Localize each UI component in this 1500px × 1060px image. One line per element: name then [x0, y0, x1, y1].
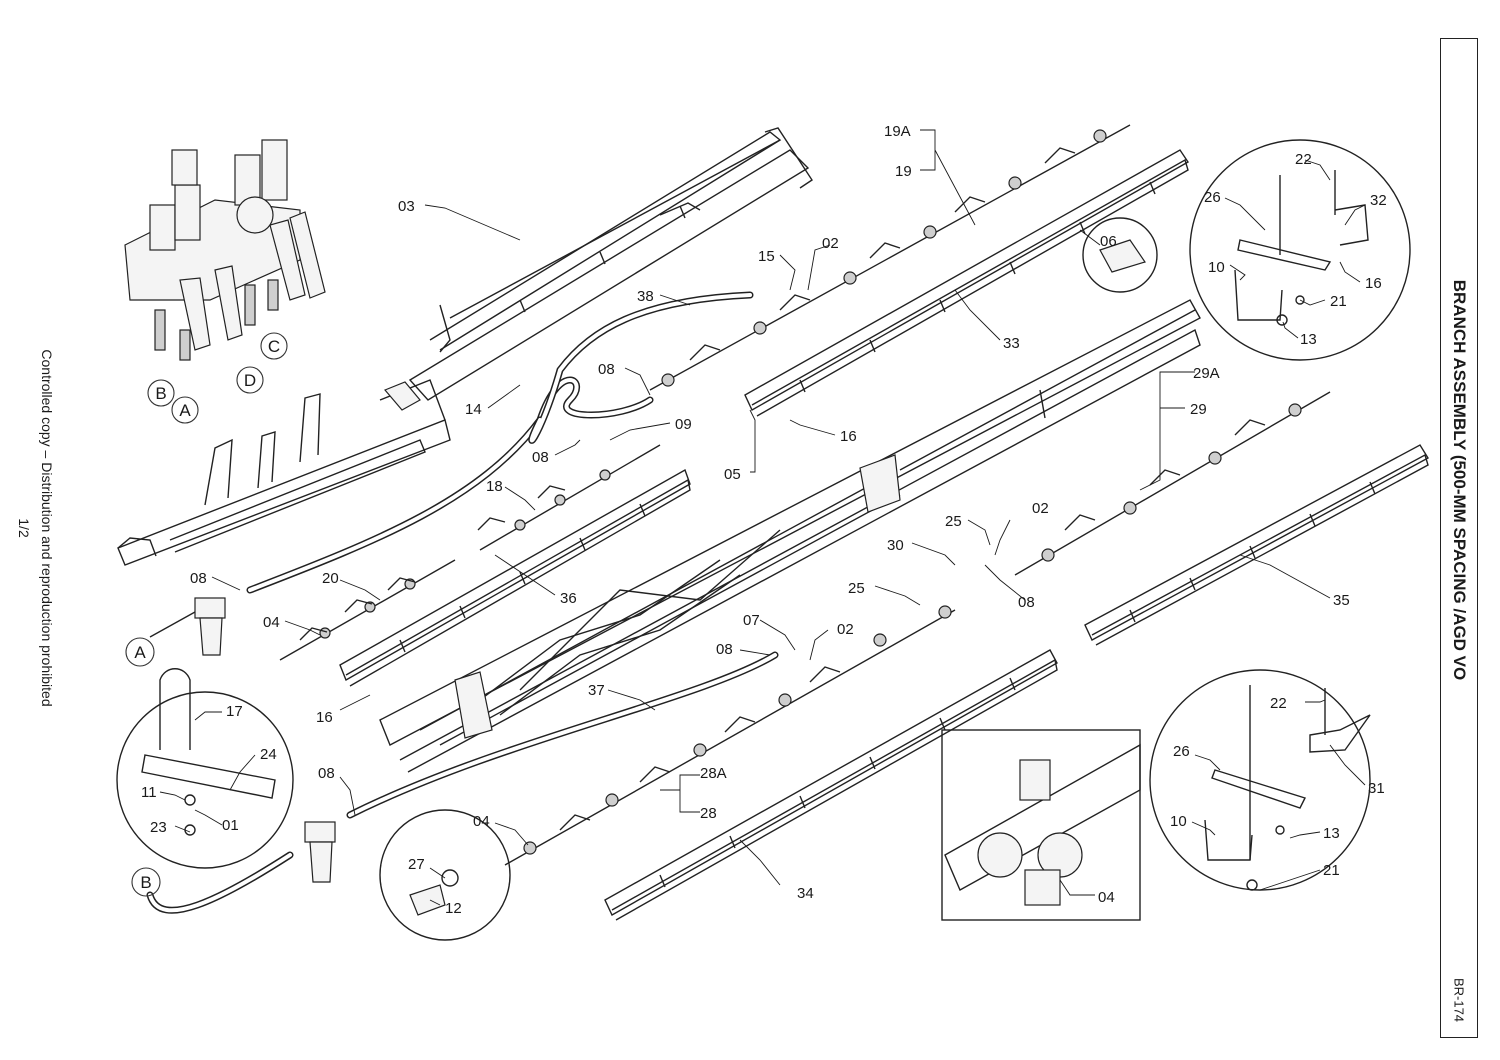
- marker-c-valve: C: [268, 337, 280, 356]
- branch-pipe-19: [649, 124, 1131, 391]
- callout-08-lower: 08: [716, 641, 733, 658]
- detail-circle-bracket-upper: [1189, 139, 1411, 361]
- callout-06: 06: [1100, 233, 1117, 250]
- callout-34: 34: [797, 885, 814, 902]
- callout-16-upper: 16: [1365, 275, 1382, 292]
- callout-24: 24: [260, 746, 277, 763]
- callout-21-lower: 21: [1323, 862, 1340, 879]
- marker-d-valve: D: [244, 371, 256, 390]
- branch-pipe-18: [477, 444, 661, 551]
- callout-38: 38: [637, 288, 654, 305]
- branch-pipe-29: [1014, 391, 1331, 576]
- callout-13-upper: 13: [1300, 331, 1317, 348]
- callout-28a: 28A: [700, 765, 727, 782]
- center-frame: [117, 379, 451, 566]
- callout-30: 30: [887, 537, 904, 554]
- marker-b-valve: B: [155, 384, 166, 403]
- callout-32: 32: [1370, 192, 1387, 209]
- branch-pipe-20: [279, 559, 456, 661]
- callout-11: 11: [141, 784, 157, 801]
- upper-boom-arm: [408, 127, 813, 401]
- callout-20: 20: [322, 570, 339, 587]
- callout-07: 07: [743, 612, 760, 629]
- callout-36: 36: [560, 590, 577, 607]
- callout-08-bottom: 08: [318, 765, 335, 782]
- callout-22-upper: 22: [1295, 151, 1312, 168]
- callout-14: 14: [465, 401, 482, 418]
- boom-section-33: [744, 149, 1189, 417]
- callout-08-left: 08: [190, 570, 207, 587]
- detail-box-nozzle-body: [941, 729, 1141, 921]
- callout-25-lower: 25: [848, 580, 865, 597]
- callout-02-right: 02: [1032, 500, 1049, 517]
- callout-09: 09: [675, 416, 692, 433]
- callout-10-lower: 10: [1170, 813, 1187, 830]
- callout-01: 01: [222, 817, 239, 834]
- callout-04-left: 04: [263, 614, 280, 631]
- boom-section-36: [339, 468, 691, 687]
- callout-29: 29: [1190, 401, 1207, 418]
- callout-10-upper: 10: [1208, 259, 1225, 276]
- detail-circle-u-bolt: [116, 668, 294, 869]
- branch-pipe-28: [504, 605, 956, 866]
- callout-labels: 03 19A 19 15 02 38 06 26 22 32 10 16 21 …: [141, 123, 1387, 917]
- leader-lines: [159, 129, 1366, 906]
- callout-17: 17: [226, 703, 243, 720]
- truss-boom: [379, 299, 1201, 773]
- line-filter-b: [304, 821, 336, 883]
- callout-18: 18: [486, 478, 503, 495]
- callout-19a: 19A: [884, 123, 911, 140]
- marker-a-valve: A: [179, 401, 191, 420]
- callout-26-upper: 26: [1204, 189, 1221, 206]
- callout-28: 28: [700, 805, 717, 822]
- callout-02-lower: 02: [837, 621, 854, 638]
- page-number: 1/2: [16, 518, 32, 538]
- marker-a-filter: A: [134, 643, 146, 662]
- callout-16-lower: 16: [316, 709, 333, 726]
- callout-31: 31: [1368, 780, 1385, 797]
- callout-25-upper: 25: [945, 513, 962, 530]
- boom-section-34: [604, 649, 1058, 921]
- boom-section-35: [1084, 444, 1429, 646]
- callout-04-lower: 04: [473, 813, 490, 830]
- callout-37: 37: [588, 682, 605, 699]
- callout-16-middle: 16: [840, 428, 857, 445]
- callout-08-right: 08: [1018, 594, 1035, 611]
- callout-35: 35: [1333, 592, 1350, 609]
- callout-02-upper: 02: [822, 235, 839, 252]
- callout-29a: 29A: [1193, 365, 1220, 382]
- document-code: BR-174: [1451, 977, 1467, 1023]
- callout-08-mid: 08: [532, 449, 549, 466]
- control-valve-block: [124, 139, 326, 361]
- callout-22-lower: 22: [1270, 695, 1287, 712]
- callout-19: 19: [895, 163, 912, 180]
- callout-26-lower: 26: [1173, 743, 1190, 760]
- drawing-title: BRANCH ASSEMBLY (500-MM SPACING /AGD VO: [1450, 279, 1469, 681]
- callout-21-upper: 21: [1330, 293, 1347, 310]
- callout-12: 12: [445, 900, 462, 917]
- detail-circle-nozzle: [379, 809, 511, 941]
- callout-15: 15: [758, 248, 775, 265]
- controlled-copy-note: Controlled copy – Distribution and repro…: [39, 349, 55, 707]
- connection-markers: B A D C A B: [125, 332, 288, 897]
- line-filter-a: [149, 597, 226, 656]
- detail-circle-clip: [1082, 217, 1158, 293]
- callout-03: 03: [398, 198, 415, 215]
- title-block: [1440, 38, 1478, 1038]
- detail-circle-bracket-lower: [1149, 669, 1371, 891]
- hoses: [146, 291, 779, 914]
- callout-33: 33: [1003, 335, 1020, 352]
- callout-04-detail: 04: [1098, 889, 1115, 906]
- marker-b-filter: B: [140, 873, 151, 892]
- callout-23: 23: [150, 819, 167, 836]
- callout-08-upper: 08: [598, 361, 615, 378]
- callout-27: 27: [408, 856, 425, 873]
- callout-05: 05: [724, 466, 741, 483]
- callout-13-lower: 13: [1323, 825, 1340, 842]
